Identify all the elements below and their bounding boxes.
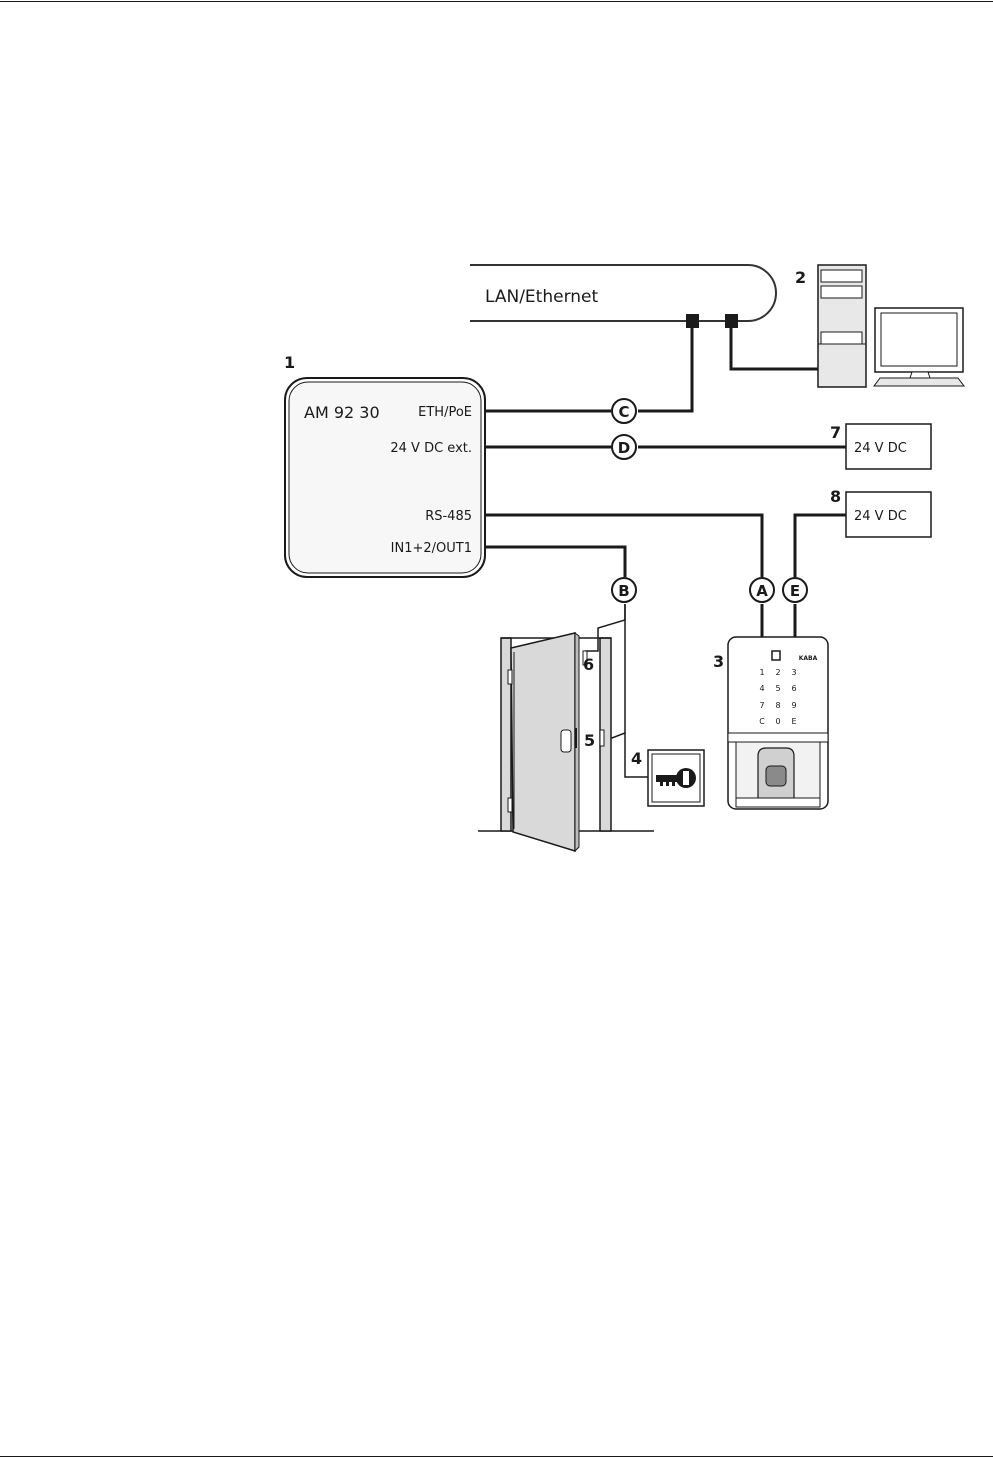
cable-marker-c: C bbox=[612, 399, 636, 423]
key-9: 9 bbox=[791, 701, 796, 710]
power-supply-1: 24 V DC bbox=[846, 424, 931, 469]
key-switch-icon bbox=[648, 750, 704, 806]
key-8: 8 bbox=[775, 701, 780, 710]
cable-marker-d: D bbox=[612, 435, 636, 459]
port-io-label: IN1+2/OUT1 bbox=[391, 541, 472, 556]
cable-marker-b: B bbox=[612, 578, 636, 602]
svg-text:E: E bbox=[790, 582, 800, 600]
cable-marker-a: A bbox=[750, 578, 774, 602]
key-4: 4 bbox=[759, 684, 764, 693]
callout-4: 4 bbox=[631, 749, 642, 768]
cable-c-upper bbox=[638, 328, 692, 411]
callout-6: 6 bbox=[583, 655, 594, 674]
door-contact-icon bbox=[600, 730, 604, 746]
reader-device: KABA 1 2 3 4 5 6 7 8 9 C 0 E bbox=[728, 637, 828, 809]
key-6: 6 bbox=[791, 684, 796, 693]
callout-7: 7 bbox=[830, 423, 841, 442]
cable-marker-e: E bbox=[783, 578, 807, 602]
door-icon bbox=[478, 633, 654, 851]
reader-brand: KABA bbox=[799, 655, 818, 662]
callout-5: 5 bbox=[584, 731, 595, 750]
callout-2: 2 bbox=[795, 268, 806, 287]
lan-ethernet-bus: LAN/Ethernet bbox=[470, 265, 776, 328]
module-name: AM 92 30 bbox=[304, 403, 380, 422]
svg-text:B: B bbox=[618, 582, 629, 600]
key-2: 2 bbox=[775, 668, 780, 677]
access-manager-module: AM 92 30 ETH/PoE 24 V DC ext. RS-485 IN1… bbox=[285, 378, 485, 577]
svg-text:D: D bbox=[618, 439, 630, 457]
lan-label: LAN/Ethernet bbox=[485, 287, 598, 307]
key-7: 7 bbox=[759, 701, 764, 710]
svg-text:A: A bbox=[756, 582, 768, 600]
svg-text:24 V DC: 24 V DC bbox=[854, 441, 907, 456]
cable-e-upper bbox=[795, 515, 846, 577]
callout-3: 3 bbox=[713, 652, 724, 671]
port-power-label: 24 V DC ext. bbox=[390, 441, 472, 456]
callout-8: 8 bbox=[830, 487, 841, 506]
key-e: E bbox=[791, 717, 796, 726]
key-5: 5 bbox=[775, 684, 780, 693]
callout-1: 1 bbox=[284, 353, 295, 372]
svg-text:C: C bbox=[618, 403, 629, 421]
lan-connector-module bbox=[686, 314, 699, 328]
port-eth-label: ETH/PoE bbox=[418, 405, 472, 420]
computer-icon bbox=[818, 265, 964, 387]
key-3: 3 bbox=[791, 668, 796, 677]
cable-b-upper bbox=[485, 547, 625, 577]
cable-computer bbox=[731, 328, 818, 369]
key-c: C bbox=[759, 717, 765, 726]
port-rs485-label: RS-485 bbox=[425, 509, 472, 524]
key-1: 1 bbox=[759, 668, 764, 677]
power-supply-2: 24 V DC bbox=[846, 492, 931, 537]
lan-connector-computer bbox=[725, 314, 738, 328]
svg-text:24 V DC: 24 V DC bbox=[854, 509, 907, 524]
key-0: 0 bbox=[775, 717, 780, 726]
